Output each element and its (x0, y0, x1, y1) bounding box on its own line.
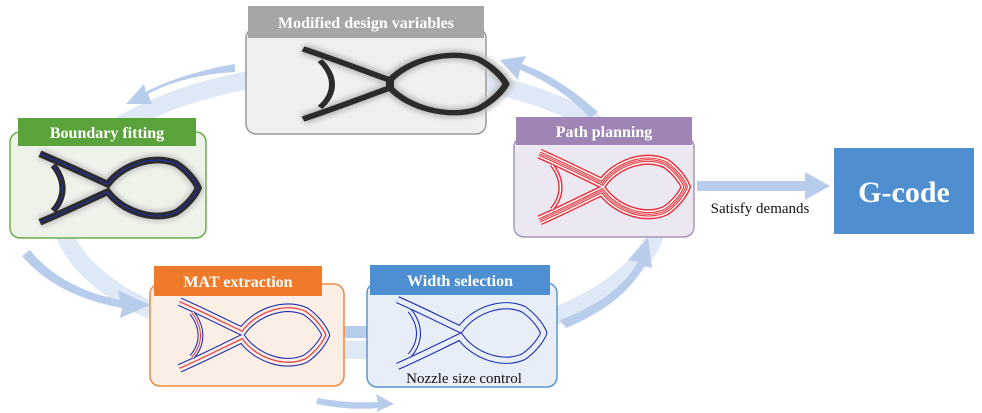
cycle-connector-mid (343, 326, 371, 338)
stage-mat-title: MAT extraction (183, 274, 292, 291)
stage-mat-header (154, 266, 322, 296)
arrow-shaft (697, 181, 807, 191)
stage-mat: MAT extraction (149, 266, 345, 387)
stage-modified: Modified design variables (245, 6, 506, 135)
stage-modified-header (248, 6, 484, 38)
stage-mat-box (149, 283, 345, 387)
gcode-label: G-code (858, 176, 950, 209)
cycle-arrows-icon (22, 56, 652, 412)
stage-boundary: Boundary fitting (9, 118, 207, 239)
stage-path-header (516, 117, 692, 145)
stage-boundary-header (18, 118, 196, 146)
cycle-arrow-left (22, 250, 150, 318)
right-arrow-icon (697, 172, 830, 200)
mat-structure-image (180, 302, 326, 369)
satisfy-caption: Satisfy demands (711, 201, 810, 217)
gcode-output: G-code (834, 148, 974, 234)
boundary-structure-image (40, 154, 198, 222)
cycle-arrow-topright (500, 56, 598, 118)
width-structure-image (398, 300, 544, 367)
cycle-arrow-right (560, 238, 652, 328)
stage-width-header (370, 265, 550, 295)
stage-width-title: Width selection (407, 273, 513, 290)
nozzle-caption: Nozzle size control (406, 371, 522, 387)
cycle-arrow-bottom (316, 394, 394, 412)
path-structure-image (540, 154, 686, 221)
cycle-arrow-topleft (126, 64, 235, 104)
modified-structure-image (303, 49, 506, 119)
stage-width: Width selection Nozzle size control (366, 265, 558, 388)
stage-path-title: Path planning (556, 124, 652, 141)
stage-path: Path planning (513, 117, 695, 238)
gcode-box (834, 148, 974, 234)
stage-modified-title: Modified design variables (278, 15, 454, 32)
stage-boundary-title: Boundary fitting (50, 125, 164, 142)
arrow-head (805, 172, 830, 200)
